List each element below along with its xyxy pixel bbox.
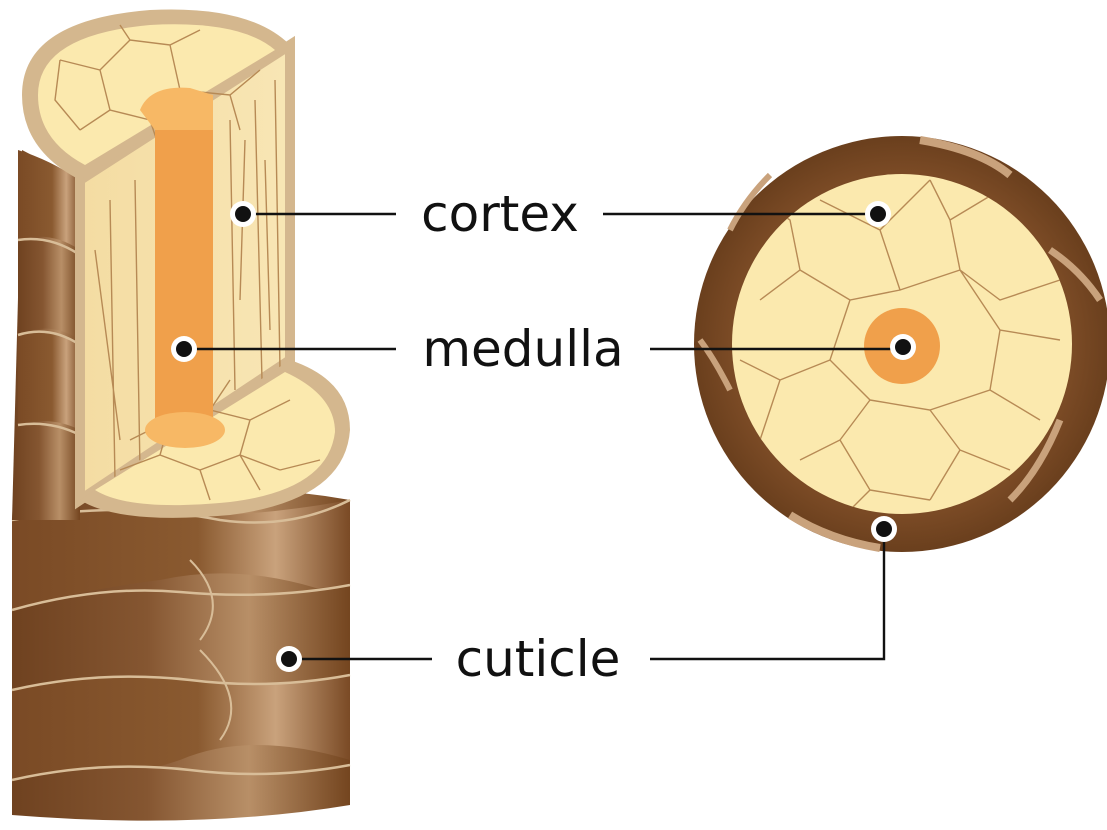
cortex-label: cortex — [421, 185, 579, 243]
hair-shaft-3d — [12, 9, 350, 820]
cuticle-label: cuticle — [456, 630, 621, 688]
cuticle-scales-upper — [12, 150, 80, 520]
label-cuticle: cuticle — [276, 516, 897, 688]
medulla-label: medulla — [422, 320, 623, 378]
